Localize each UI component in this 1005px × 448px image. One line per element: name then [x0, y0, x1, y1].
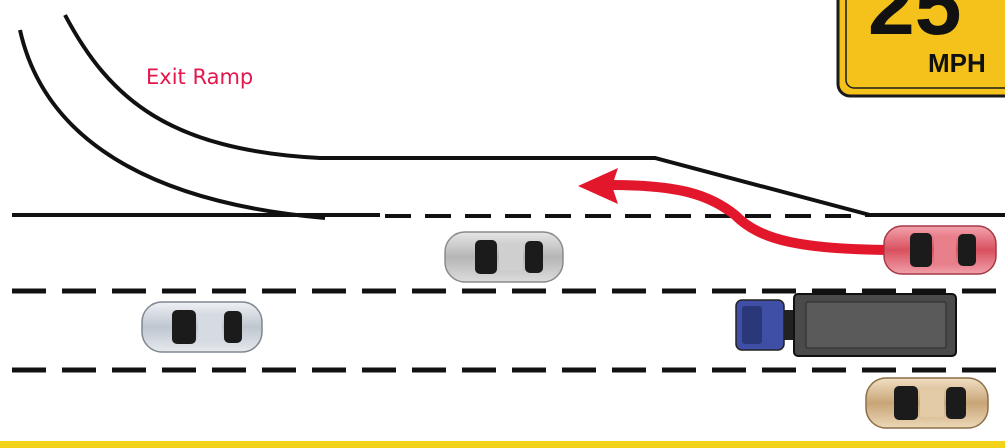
- speed-limit-sign: 25 MPH: [838, 0, 1005, 96]
- grey-car: [445, 232, 563, 282]
- yellow-edge-line: [0, 441, 1005, 448]
- ramp-inner-edge: [65, 15, 870, 215]
- tan-car: [866, 378, 988, 428]
- silver-car: [142, 302, 262, 352]
- speed-sign-unit: MPH: [928, 48, 986, 78]
- speed-sign-value: 25: [868, 0, 961, 52]
- pink-exiting-car: [884, 226, 996, 274]
- exit-ramp-label: Exit Ramp: [146, 65, 253, 89]
- truck: [736, 294, 956, 356]
